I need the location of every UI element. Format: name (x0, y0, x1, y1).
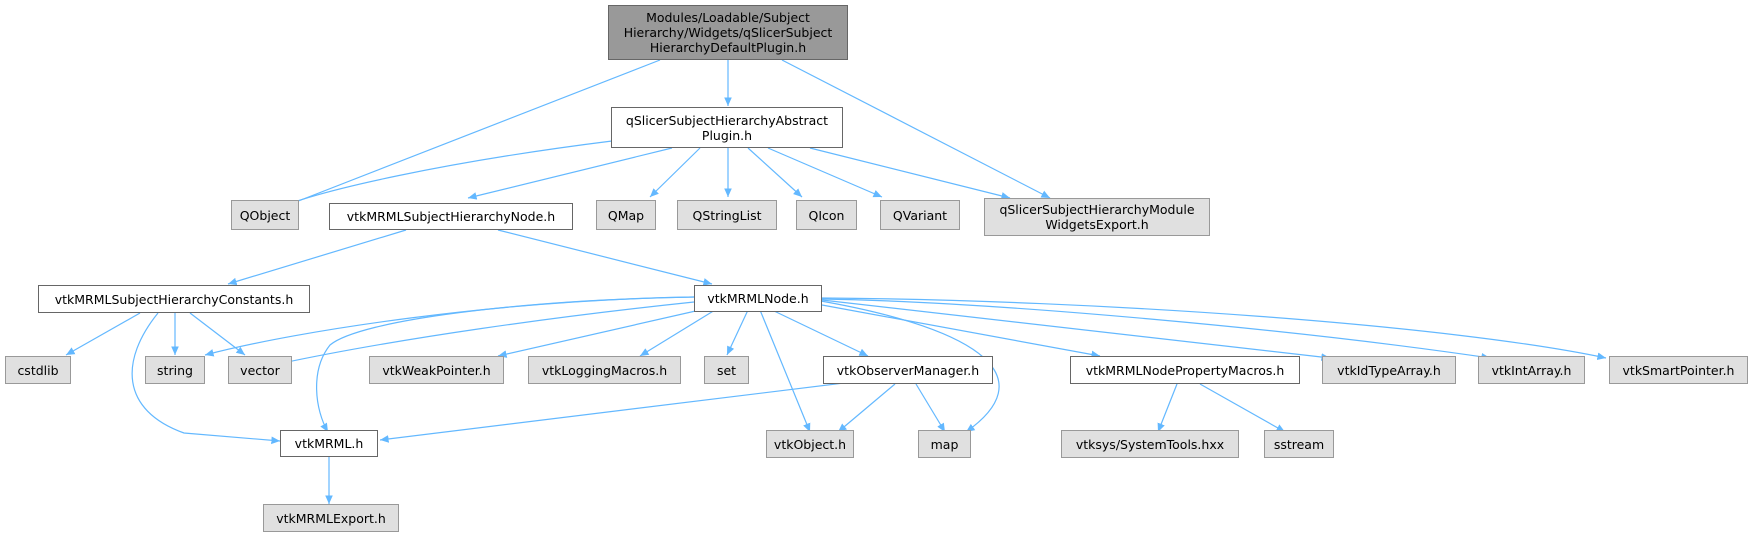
node-string: string (145, 356, 205, 384)
node-vtk-mrml[interactable]: vtkMRML.h (280, 430, 378, 457)
node-observer-manager[interactable]: vtkObserverManager.h (823, 356, 993, 384)
edge-propmacros-sstream (1199, 383, 1286, 433)
edge-observer-vtkmrml (379, 380, 861, 443)
edge-mrmlnode-propmacros (821, 304, 1101, 359)
node-smart-pointer: vtkSmartPointer.h (1609, 356, 1748, 384)
node-qstringlist: QStringList (677, 200, 777, 230)
edge-mrmlnode-smartptr (821, 297, 1607, 360)
node-cstdlib: cstdlib (5, 356, 71, 384)
node-mrml-node[interactable]: vtkMRMLNode.h (694, 285, 822, 312)
node-vtk-object: vtkObject.h (766, 430, 854, 458)
node-qobject: QObject (231, 200, 299, 230)
edge-observer-vtkobject (837, 383, 896, 433)
node-vector: vector (228, 356, 292, 384)
node-systemtools: vtksys/SystemTools.hxx (1061, 430, 1239, 458)
node-set: set (704, 356, 749, 384)
node-root-default-plugin[interactable]: Modules/Loadable/Subject Hierarchy/Widge… (608, 5, 848, 60)
edge-abstract-shnode (467, 147, 673, 200)
edge-shnode-constants (227, 229, 407, 286)
edge-constants-vector (189, 312, 246, 356)
edge-abstract-widgets-export (809, 147, 1011, 200)
node-mrml-export: vtkMRMLExport.h (263, 504, 399, 532)
node-subject-hierarchy-node[interactable]: vtkMRMLSubjectHierarchyNode.h (329, 203, 573, 230)
edge-mrmlnode-observer (771, 309, 869, 357)
edge-mrmlnode-vector (277, 301, 695, 366)
edge-constants-cstdlib (65, 312, 141, 356)
edge-mrmlnode-idtype (821, 299, 1331, 361)
edge-propmacros-systemtools (1157, 383, 1178, 433)
edge-mrmlnode-vtkmrml (316, 296, 695, 433)
node-sstream: sstream (1264, 430, 1334, 458)
edge-constants-vtkmrml (131, 312, 281, 445)
edge-abstract-qmap (649, 147, 701, 198)
edge-mrmlnode-weakptr (497, 309, 701, 358)
edge-shnode-mrmlnode (497, 229, 713, 286)
node-widgets-export: qSlicerSubjectHierarchyModule WidgetsExp… (984, 198, 1210, 236)
node-int-array: vtkIntArray.h (1478, 356, 1585, 384)
node-abstract-plugin[interactable]: qSlicerSubjectHierarchyAbstract Plugin.h (611, 107, 843, 148)
node-node-property-macros[interactable]: vtkMRMLNodePropertyMacros.h (1070, 356, 1300, 384)
edge-mrmlnode-set (726, 309, 749, 356)
node-logging-macros: vtkLoggingMacros.h (528, 356, 681, 384)
node-weak-pointer: vtkWeakPointer.h (369, 356, 504, 384)
node-sh-constants[interactable]: vtkMRMLSubjectHierarchyConstants.h (38, 285, 310, 313)
edge-observer-map (915, 383, 946, 433)
node-qvariant: QVariant (880, 200, 960, 230)
node-map: map (918, 430, 971, 458)
edge-mrmlnode-vtkobject (759, 309, 811, 433)
node-qmap: QMap (596, 200, 656, 230)
edge-root-qobject (264, 59, 661, 215)
edge-mrmlnode-intarray (821, 298, 1491, 361)
node-qicon: QIcon (796, 200, 857, 230)
edge-root-widgets-export (781, 59, 1051, 199)
node-id-type-array: vtkIdTypeArray.h (1322, 356, 1456, 384)
edge-abstract-qvariant (767, 147, 883, 198)
edge-mrmlnode-logging (639, 309, 716, 357)
edge-abstract-qicon (747, 147, 803, 198)
